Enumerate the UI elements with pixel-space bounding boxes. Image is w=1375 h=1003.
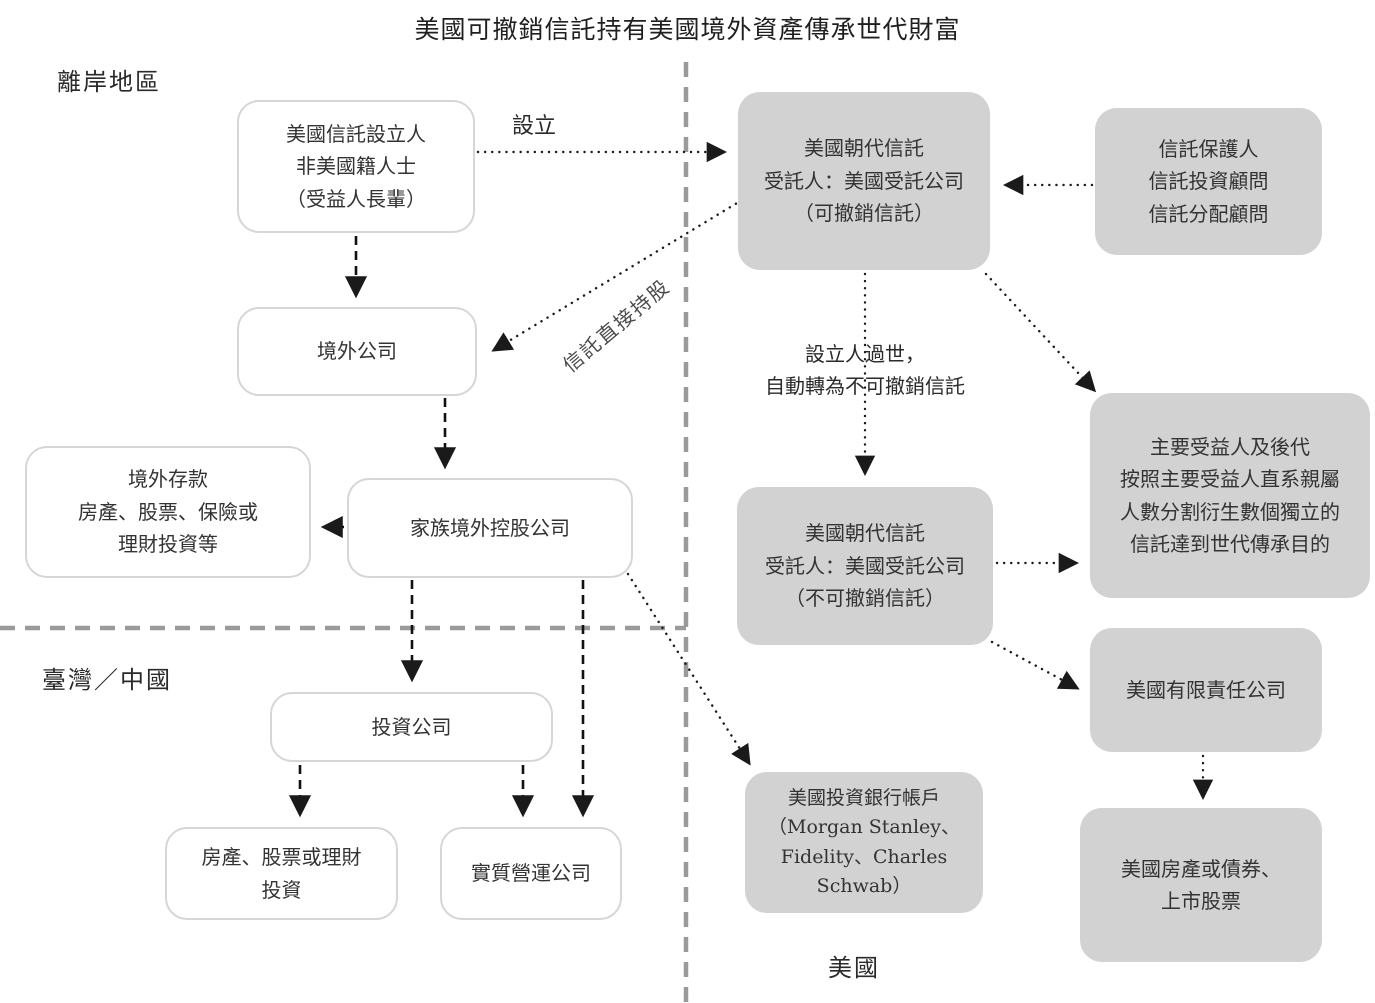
arrow-family-holding-to-us-bank-account bbox=[626, 572, 751, 766]
box-irrevocable-trust: 美國朝代信託 受託人：美國受託公司 （不可撤銷信託） bbox=[737, 487, 993, 645]
edge-label-settlor-death-line2: 自動轉為不可撤銷信託 bbox=[765, 374, 965, 398]
box-family-holding: 家族境外控股公司 bbox=[347, 478, 633, 578]
edge-label-establish: 設立 bbox=[512, 114, 557, 139]
box-offshore-company-line1: 境外公司 bbox=[317, 339, 397, 364]
box-property-investment-line2: 投資 bbox=[261, 877, 302, 902]
box-settlor-line2: 非美國籍人士 bbox=[296, 154, 416, 179]
diagram-title: 美國可撤銷信託持有美國境外資產傳承世代財富 bbox=[414, 15, 961, 44]
box-revocable-trust: 美國朝代信託 受託人：美國受託公司 （可撤銷信託） bbox=[738, 92, 990, 270]
edge-label-settlor-death-line1: 設立人過世， bbox=[805, 342, 925, 366]
box-operating-company-line1: 實質營運公司 bbox=[471, 861, 591, 886]
box-irrevocable-trust-line2: 受託人：美國受託公司 bbox=[765, 553, 965, 578]
box-beneficiaries: 主要受益人及後代 按照主要受益人直系親屬 人數分割衍生數個獨立的 信託達到世代傳… bbox=[1090, 393, 1370, 598]
box-settlor: 美國信託設立人 非美國籍人士 （受益人長輩） bbox=[237, 100, 475, 233]
box-us-bank-account-line3: Fidelity、Charles bbox=[780, 845, 948, 868]
box-investment-company-line1: 投資公司 bbox=[371, 714, 452, 739]
box-beneficiaries-line1: 主要受益人及後代 bbox=[1150, 434, 1310, 459]
box-offshore-assets-line3: 理財投資等 bbox=[118, 532, 218, 557]
box-operating-company: 實質營運公司 bbox=[440, 827, 622, 920]
box-us-bank-account-line1: 美國投資銀行帳戶 bbox=[787, 786, 940, 809]
arrow-irrevocable-trust-to-us-llc bbox=[990, 640, 1080, 690]
box-irrevocable-trust-line3: （不可撤銷信託） bbox=[785, 586, 945, 611]
box-irrevocable-trust-line1: 美國朝代信託 bbox=[805, 521, 925, 546]
box-trust-protector: 信託保護人 信託投資顧問 信託分配顧問 bbox=[1095, 108, 1322, 255]
box-offshore-assets-line1: 境外存款 bbox=[128, 467, 208, 492]
box-us-bank-account: 美國投資銀行帳戶 （Morgan Stanley、 Fidelity、Charl… bbox=[745, 772, 983, 913]
box-beneficiaries-line2: 按照主要受益人直系親屬 bbox=[1120, 467, 1340, 492]
box-revocable-trust-line1: 美國朝代信託 bbox=[804, 136, 924, 161]
box-us-property: 美國房產或債券、 上市股票 bbox=[1080, 808, 1322, 962]
box-us-property-line1: 美國房產或債券、 bbox=[1121, 856, 1281, 881]
box-property-investment: 房產、股票或理財 投資 bbox=[165, 827, 398, 920]
box-offshore-company: 境外公司 bbox=[237, 307, 477, 396]
box-family-holding-line1: 家族境外控股公司 bbox=[410, 515, 570, 540]
box-us-llc: 美國有限責任公司 bbox=[1090, 628, 1322, 752]
box-settlor-line3: （受益人長輩） bbox=[286, 186, 426, 211]
box-offshore-assets: 境外存款 房產、股票、保險或 理財投資等 bbox=[25, 446, 311, 578]
box-us-property-line2: 上市股票 bbox=[1161, 889, 1241, 913]
box-trust-protector-line1: 信託保護人 bbox=[1158, 136, 1259, 161]
box-beneficiaries-line3: 人數分割衍生數個獨立的 bbox=[1120, 499, 1340, 524]
arrow-revocable-trust-to-beneficiaries bbox=[984, 272, 1097, 393]
box-investment-company: 投資公司 bbox=[270, 692, 553, 762]
box-beneficiaries-line4: 信託達到世代傳承目的 bbox=[1130, 531, 1330, 556]
box-us-llc-line1: 美國有限責任公司 bbox=[1126, 677, 1286, 702]
box-property-investment-line1: 房產、股票或理財 bbox=[201, 845, 362, 870]
region-label-offshore: 離岸地區 bbox=[57, 68, 161, 96]
region-label-taiwan-china: 臺灣／中國 bbox=[42, 666, 172, 694]
box-us-bank-account-line2: （Morgan Stanley、 bbox=[767, 816, 960, 839]
edge-label-settlor-death: 設立人過世， 自動轉為不可撤銷信託 bbox=[733, 338, 997, 402]
box-offshore-assets-line2: 房產、股票、保險或 bbox=[78, 499, 258, 524]
box-trust-protector-line2: 信託投資顧問 bbox=[1148, 169, 1269, 194]
edge-label-trust-direct-holding: 信託直接持股 bbox=[558, 274, 675, 378]
box-settlor-line1: 美國信託設立人 bbox=[286, 121, 426, 146]
box-us-bank-account-line4: Schwab） bbox=[816, 874, 912, 897]
region-label-usa: 美國 bbox=[828, 954, 880, 982]
box-revocable-trust-line3: （可撤銷信託） bbox=[794, 201, 934, 226]
box-trust-protector-line3: 信託分配顧問 bbox=[1148, 201, 1269, 226]
box-revocable-trust-line2: 受託人：美國受託公司 bbox=[764, 168, 964, 193]
